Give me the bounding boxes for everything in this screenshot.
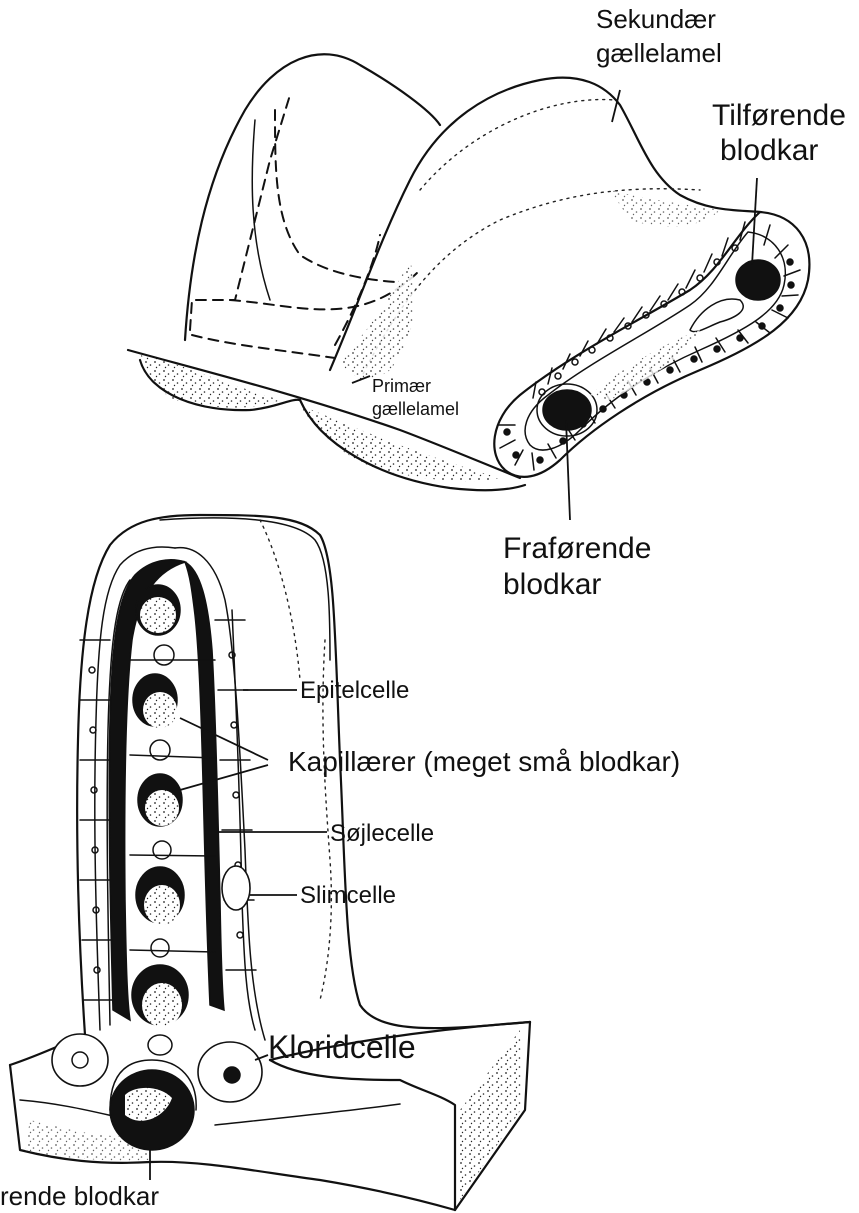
label-slimcelle: Slimcelle: [300, 882, 396, 909]
label-tilforende-blodkar-line1: Tilførende: [712, 99, 846, 132]
label-fraforende-blodkar-line1: Fraførende: [503, 532, 651, 565]
label-kapillaerer: Kapillærer (meget små blodkar): [288, 746, 680, 777]
secondary-lamella-section: [10, 515, 530, 1210]
primary-lamella-drawing: [128, 54, 760, 490]
chloride-cell-left: [52, 1034, 108, 1086]
label-primaer-gaellelamel-line2: gællelamel: [372, 399, 459, 419]
label-primaer-gaellelamel-line1: Primær: [372, 376, 431, 396]
label-sojlecelle: Søjlecelle: [330, 820, 434, 847]
capillaries: [132, 585, 188, 1055]
lamella-cross-section: [494, 212, 809, 477]
label-bottom-blodkar: rende blodkar: [0, 1181, 159, 1211]
label-sekundaer-gaellelamel-line1: Sekundær: [596, 4, 716, 34]
label-tilforende-blodkar-line2: blodkar: [720, 134, 818, 167]
label-epitelcelle: Epitelcelle: [300, 677, 409, 704]
leader-lines: [150, 90, 757, 1180]
afferent-vessel: [736, 260, 780, 300]
label-fraforende-blodkar-line2: blodkar: [503, 568, 601, 601]
label-kloridcelle: Kloridcelle: [268, 1029, 416, 1065]
epithelial-cell-ring: [498, 222, 800, 470]
mucus-cell: [222, 866, 250, 910]
label-sekundaer-gaellelamel-line2: gællelamel: [596, 38, 722, 68]
